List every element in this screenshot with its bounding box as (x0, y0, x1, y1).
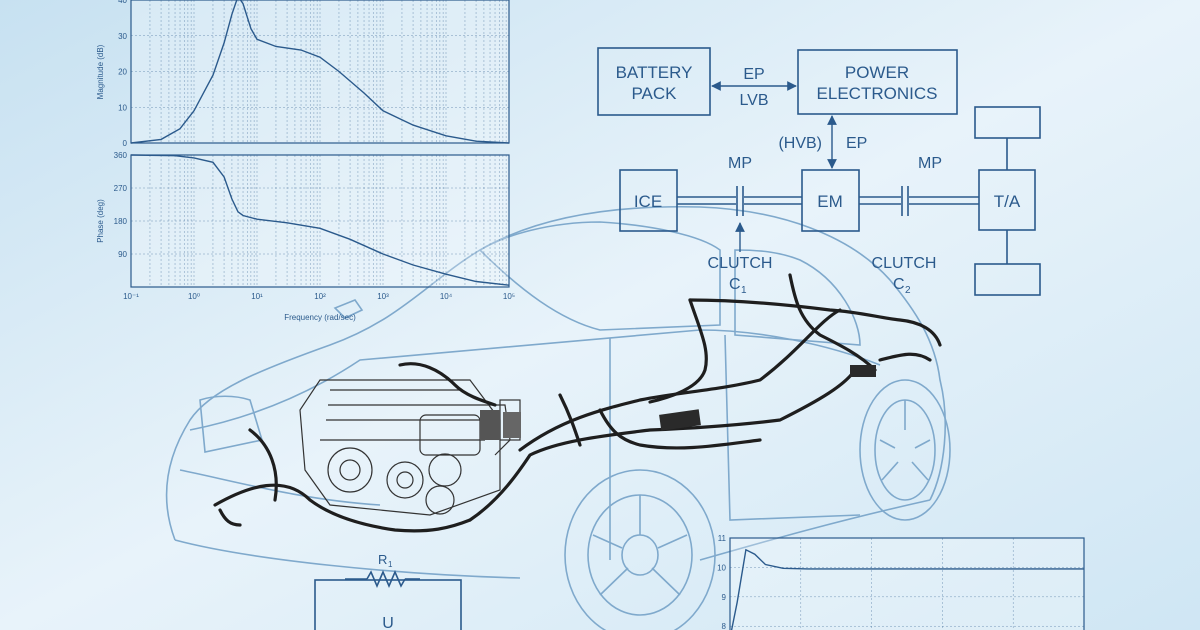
magnitude-y-tick-labels: 0 10 20 30 40 (118, 0, 127, 148)
x-tick-label: 10³ (377, 292, 389, 301)
clutch1-subscript: 1 (741, 285, 747, 296)
resistor-r1 (366, 569, 406, 589)
clutch1-c-label: C (729, 276, 741, 293)
wiring-harness (213, 273, 942, 533)
ep-top-label: EP (743, 66, 764, 83)
clutch2-subscript: 2 (905, 285, 911, 296)
powertrain-block-diagram: BATTERY PACK POWER ELECTRONICS EP LVB (H… (597, 47, 1041, 296)
x-tick-label: 10¹ (251, 292, 263, 301)
magnitude-series-line (130, 0, 510, 144)
x-tick-label: 10⁻¹ (123, 292, 139, 301)
lvb-label: LVB (739, 92, 768, 109)
y-tick-label: 30 (118, 32, 127, 41)
shaft-ice-em (677, 186, 802, 216)
step-series-line (730, 548, 1084, 630)
battery-pack-label-line1: BATTERY (616, 63, 693, 82)
source-box (314, 579, 462, 630)
power-electronics-label-line2: ELECTRONICS (817, 84, 938, 103)
circuit-fragment: R 1 U (314, 552, 462, 630)
y-tick-label: 11 (718, 534, 727, 543)
step-response-plot: 8 9 10 11 (717, 534, 1085, 630)
y-tick-label: 270 (114, 184, 128, 193)
battery-pack-block (597, 47, 711, 116)
step-y-tick-labels: 8 9 10 11 (717, 534, 726, 630)
engine-sketch (299, 379, 521, 516)
shaft-em-ta (859, 186, 979, 216)
ep-mid-label: EP (846, 135, 867, 152)
magnitude-grid (131, 0, 509, 143)
phase-plot: 90 180 270 360 10⁻¹ 10⁰ 10¹ 10² 10³ 10⁴ 10⁵ Phase… (96, 151, 515, 322)
magnitude-y-axis-label: Magnitude (dB) (96, 44, 105, 99)
phase-y-tick-labels: 90 180 270 360 (114, 151, 128, 259)
power-electronics-label-line1: POWER (845, 63, 909, 82)
x-tick-label: 10⁴ (440, 292, 453, 301)
y-tick-label: 90 (118, 250, 127, 259)
step-grid (730, 538, 1084, 630)
phase-series-line (130, 154, 510, 286)
ice-block (619, 169, 678, 232)
hvb-label: (HVB) (778, 135, 822, 152)
step-plot-frame (729, 537, 1085, 630)
phase-x-tick-labels: 10⁻¹ 10⁰ 10¹ 10² 10³ 10⁴ 10⁵ (123, 292, 515, 301)
battery-pack-label-line2: PACK (631, 84, 677, 103)
ice-label: ICE (634, 192, 662, 211)
mp-right-label: MP (918, 155, 942, 172)
y-tick-label: 8 (722, 622, 727, 630)
magnitude-plot-frame (130, 0, 510, 144)
u-label: U (382, 615, 394, 630)
y-tick-label: 40 (118, 0, 127, 5)
em-block (801, 169, 860, 232)
mp-left-label: MP (728, 155, 752, 172)
r1-label: R (378, 552, 387, 567)
power-electronics-block (797, 49, 958, 115)
em-label: EM (817, 192, 843, 211)
x-tick-label: 10⁰ (188, 292, 200, 301)
r1-subscript: 1 (388, 560, 393, 569)
clutch2-label: CLUTCH (872, 255, 937, 272)
x-tick-label: 10² (314, 292, 326, 301)
y-tick-label: 0 (123, 139, 128, 148)
x-tick-label: 10⁵ (503, 292, 515, 301)
car-outline (165, 205, 951, 630)
y-tick-label: 20 (118, 68, 127, 77)
y-tick-label: 360 (114, 151, 128, 160)
magnitude-plot: 0 10 20 30 40 Magnitude (dB) (96, 0, 510, 148)
ta-label: T/A (994, 192, 1021, 211)
clutch1-label: CLUTCH (708, 255, 773, 272)
phase-y-axis-label: Phase (deg) (96, 199, 105, 243)
phase-x-axis-label: Frequency (rad/sec) (284, 313, 356, 322)
y-tick-label: 10 (118, 103, 127, 112)
clutch2-c-label: C (893, 276, 905, 293)
phase-grid (131, 155, 509, 287)
y-tick-label: 180 (114, 217, 128, 226)
y-tick-label: 10 (717, 563, 726, 572)
y-tick-label: 9 (722, 593, 727, 602)
